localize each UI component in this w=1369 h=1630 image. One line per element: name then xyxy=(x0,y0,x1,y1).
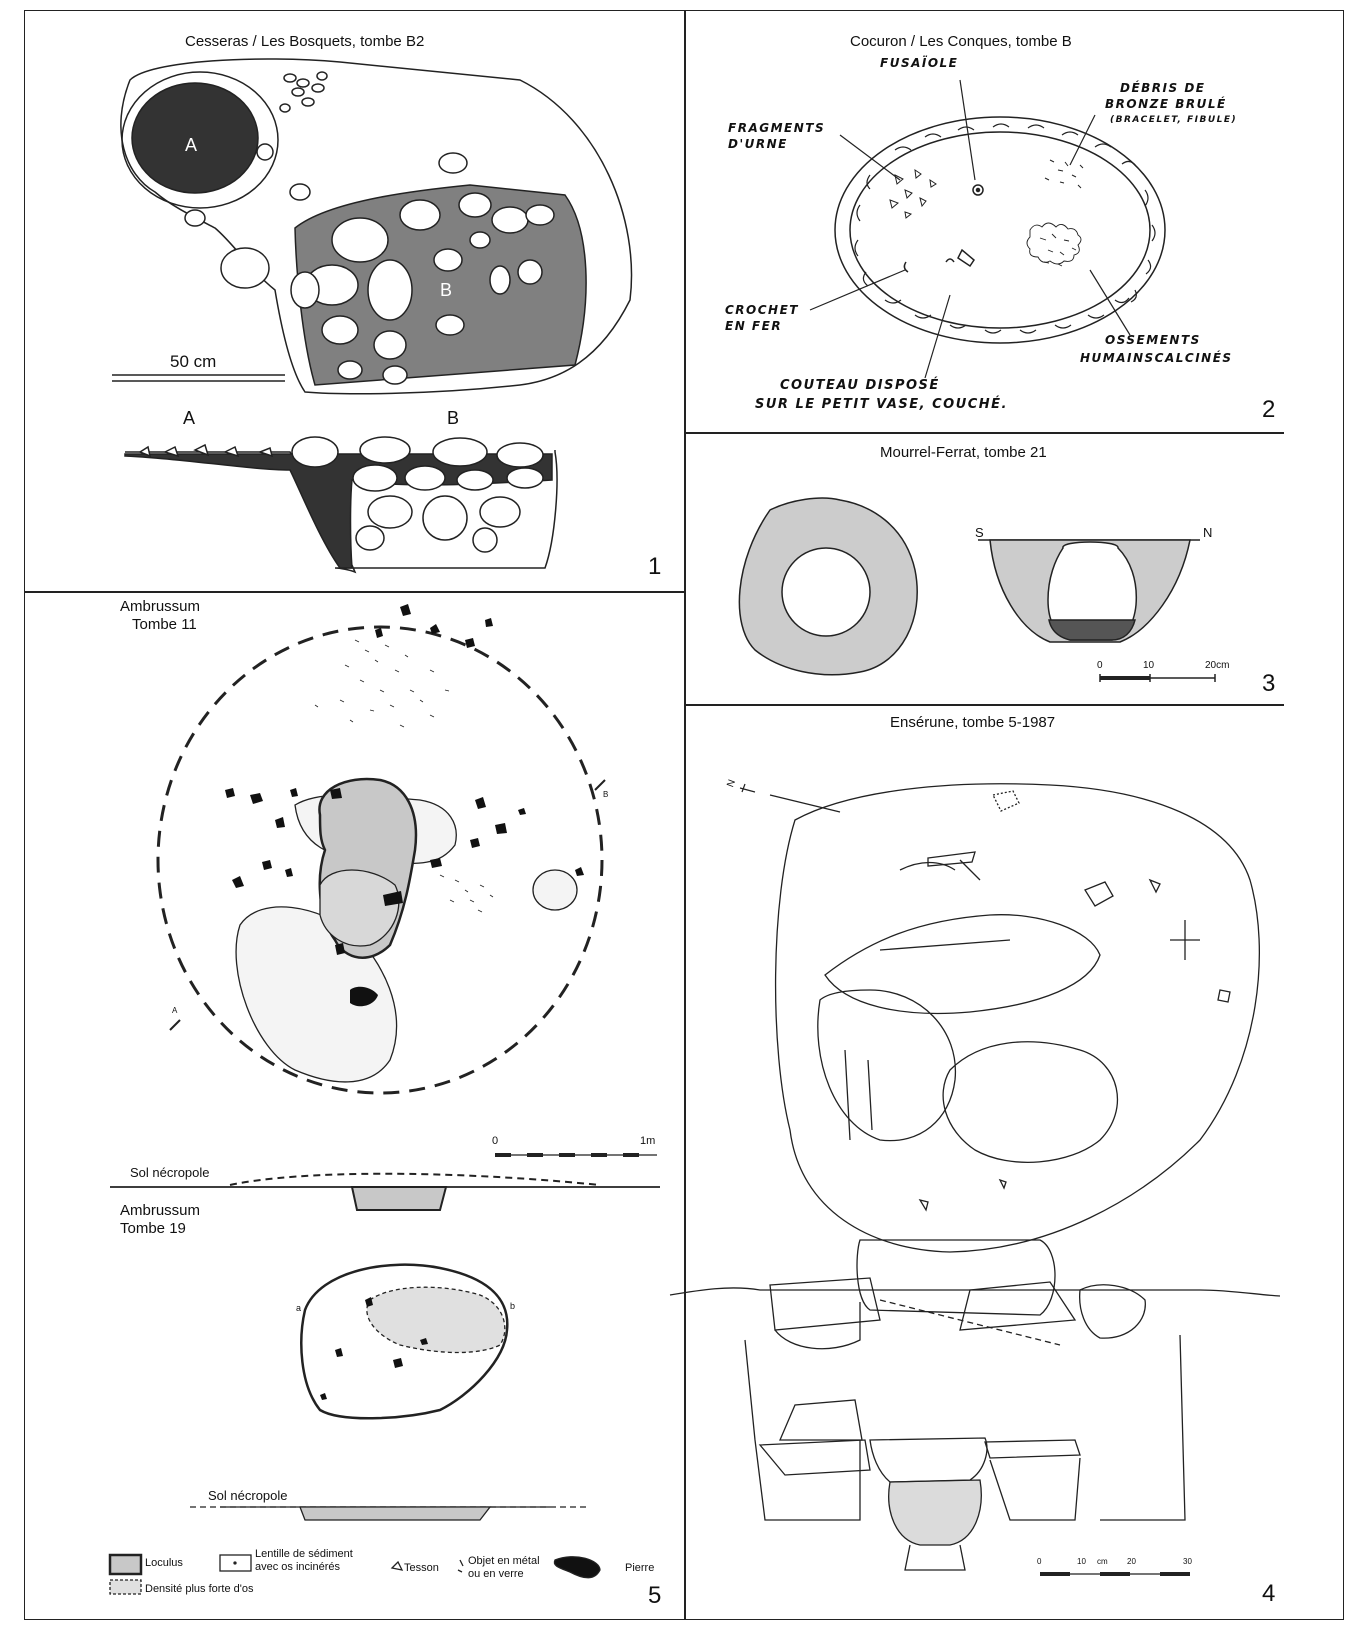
panel1-number: 1 xyxy=(648,553,662,580)
legend-symbols xyxy=(108,1553,601,1595)
panel1-title: Cesseras / Les Bosquets, tombe B2 xyxy=(185,33,425,50)
panel5-number: 5 xyxy=(648,1582,662,1609)
panel4-scale-cm: cm xyxy=(1097,1557,1108,1566)
panel5-letter-A: A xyxy=(172,1006,178,1015)
divider-right-1 xyxy=(684,432,1284,434)
divider-vertical xyxy=(684,10,686,1620)
panel5-scale-0: 0 xyxy=(492,1135,499,1147)
legend-densite: Densité plus forte d'os xyxy=(145,1583,254,1595)
panel1-label-a: A xyxy=(185,135,198,155)
cesseras-plan xyxy=(112,58,633,395)
label-crochet-1: CROCHET xyxy=(725,303,799,317)
panel4-scale-30: 30 xyxy=(1183,1557,1192,1566)
divider-right-2 xyxy=(684,704,1284,706)
enserune-section xyxy=(669,1239,1281,1576)
panel1-section-a: A xyxy=(183,408,196,428)
mourrel-section xyxy=(978,539,1216,682)
panel5-title1-line1: Ambrussum xyxy=(120,598,201,615)
panel3-title: Mourrel-Ferrat, tombe 21 xyxy=(880,444,1047,461)
panel3-scale-0: 0 xyxy=(1097,660,1103,671)
panel2-number: 2 xyxy=(1262,396,1276,423)
panel4-title: Ensérune, tombe 5-1987 xyxy=(890,714,1056,731)
panel3-n: N xyxy=(1203,525,1213,540)
label-debris-2: BRONZE BRULÉ xyxy=(1105,97,1227,111)
label-crochet-2: EN FER xyxy=(725,319,783,333)
panel5-sol-1: Sol nécropole xyxy=(130,1165,210,1180)
panel4-scale-10: 10 xyxy=(1077,1557,1086,1566)
label-ossements-2: HUMAINSCALCINÉS xyxy=(1080,351,1233,365)
cocuron-plan xyxy=(834,116,1166,344)
enserune-plan xyxy=(739,783,1261,1253)
label-debris-3: (BRACELET, FIBULE) xyxy=(1110,115,1238,125)
label-fragments-2: D'URNE xyxy=(728,137,788,151)
panel1-section-b: B xyxy=(447,408,460,428)
panel3-s: S xyxy=(975,525,984,540)
label-couteau-1: COUTEAU DISPOSÉ xyxy=(780,378,940,393)
panel5-title2-line2: Tombe 19 xyxy=(120,1220,186,1237)
mourrel-plan xyxy=(738,497,918,676)
cocuron-leaders xyxy=(809,79,1131,379)
cesseras-section xyxy=(124,436,558,574)
label-ossements-1: OSSEMENTS xyxy=(1105,333,1201,347)
panel4-scale-20: 20 xyxy=(1127,1557,1136,1566)
panel4-scale-0: 0 xyxy=(1037,1557,1042,1566)
panel3-scale-20: 20cm xyxy=(1205,660,1230,671)
divider-left-horizontal xyxy=(24,591,684,593)
label-debris-1: DÉBRIS DE xyxy=(1120,81,1206,95)
label-couteau-2: SUR LE PETIT VASE, COUCHÉ. xyxy=(755,397,1008,412)
ambrussum-11-plan xyxy=(156,604,657,1157)
panel5-sol-2: Sol nécropole xyxy=(208,1488,288,1503)
label-fragments-1: FRAGMENTS xyxy=(728,121,826,135)
legend-tesson: Tesson xyxy=(404,1562,439,1574)
panel5-title2-line1: Ambrussum xyxy=(120,1202,201,1219)
ambrussum-11-section xyxy=(110,1172,660,1211)
panel1-scale-label: 50 cm xyxy=(170,352,217,371)
panel5-title1-line2: Tombe 11 xyxy=(132,616,197,633)
panel3-number: 3 xyxy=(1262,670,1276,697)
panel5-letter-b: b xyxy=(510,1301,516,1311)
panel3-scale-10: 10 xyxy=(1143,660,1155,671)
panel1-label-b: B xyxy=(440,280,453,300)
legend-lentille: Lentille de sédiment avec os incinérés xyxy=(255,1548,353,1573)
label-fusaiole: FUSAÏOLE xyxy=(880,56,959,70)
panel4-number: 4 xyxy=(1262,1580,1276,1607)
legend-pierre: Pierre xyxy=(625,1562,655,1574)
panel5-letter-B: B xyxy=(603,790,609,799)
panel2-title: Cocuron / Les Conques, tombe B xyxy=(850,33,1072,50)
panel5-letter-a: a xyxy=(296,1303,302,1313)
legend-loculus: Loculus xyxy=(145,1557,183,1569)
ambrussum-19-section xyxy=(190,1506,590,1521)
legend-objet: Objet en métal ou en verre xyxy=(468,1555,540,1580)
panel5-scale-1m: 1m xyxy=(640,1135,656,1147)
ambrussum-19-plan xyxy=(300,1263,509,1420)
